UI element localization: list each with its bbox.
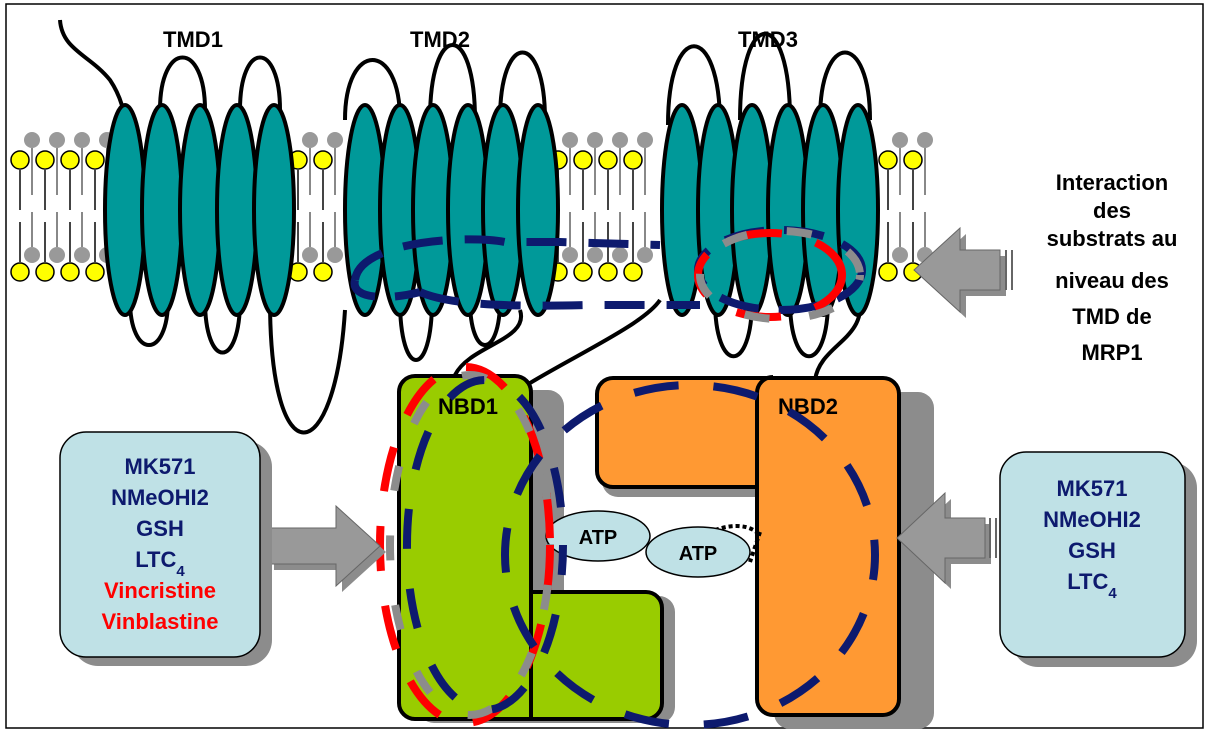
- nbd2-label: NBD2: [778, 394, 838, 419]
- substrate-name: MK571: [1057, 476, 1128, 501]
- lipid-head: [917, 132, 933, 148]
- lipid-head: [599, 151, 617, 169]
- lipid-head: [36, 151, 54, 169]
- lipid-head: [637, 132, 653, 148]
- lipid-head: [61, 263, 79, 281]
- helix: [180, 105, 220, 315]
- tmd3-label: TMD3: [738, 27, 798, 52]
- atp-label-1: ATP: [579, 527, 618, 549]
- side-note-line: niveau des: [1055, 268, 1169, 293]
- lipid-head: [314, 151, 332, 169]
- lipid-head: [562, 247, 578, 263]
- substrate-name: Vincristine: [104, 578, 216, 603]
- lipid-head: [49, 132, 65, 148]
- tmd2-label: TMD2: [410, 27, 470, 52]
- substrate-name: NMeOHI2: [1043, 507, 1141, 532]
- lipid-head: [892, 247, 908, 263]
- substrate-name: MK571: [125, 454, 196, 479]
- lipid-head: [302, 247, 318, 263]
- lipid-head: [574, 151, 592, 169]
- helix: [142, 105, 182, 315]
- lipid-head: [879, 151, 897, 169]
- tmd1-label: TMD1: [163, 27, 223, 52]
- lipid-head: [574, 263, 592, 281]
- substrate-name: GSH: [1068, 538, 1116, 563]
- substrate-name: NMeOHI2: [111, 485, 209, 510]
- lipid-head: [587, 247, 603, 263]
- left-substrate-box: MK571NMeOHI2GSHLTC4VincristineVinblastin…: [60, 432, 272, 666]
- side-note-line: TMD de: [1072, 304, 1151, 329]
- lipid-head: [49, 247, 65, 263]
- lipid-head: [624, 151, 642, 169]
- lipid-head: [36, 263, 54, 281]
- lipid-head: [61, 151, 79, 169]
- lipid-head: [327, 132, 343, 148]
- nbd1-label: NBD1: [438, 394, 498, 419]
- lipid-head: [86, 263, 104, 281]
- lipid-head: [74, 132, 90, 148]
- lipid-head: [327, 247, 343, 263]
- side-note-line: MRP1: [1081, 340, 1142, 365]
- lipid-head: [74, 247, 90, 263]
- helix: [105, 105, 145, 315]
- lipid-head: [314, 263, 332, 281]
- side-note-line: des: [1093, 198, 1131, 223]
- lipid-head: [11, 263, 29, 281]
- side-note: Interaction des substrats au niveau des …: [1047, 170, 1178, 365]
- atp-label-2: ATP: [679, 543, 718, 565]
- transmembrane-helices: [105, 105, 878, 315]
- helix: [217, 105, 257, 315]
- lipid-head: [879, 263, 897, 281]
- lipid-head: [587, 132, 603, 148]
- side-note-line: substrats au: [1047, 226, 1178, 251]
- lipid-head: [624, 263, 642, 281]
- lipid-head: [86, 151, 104, 169]
- lipid-head: [599, 263, 617, 281]
- substrate-name: GSH: [136, 516, 184, 541]
- substrate-name: Vinblastine: [102, 609, 219, 634]
- arrow-right-to-tmd3: [914, 228, 1012, 318]
- lipid-head: [612, 132, 628, 148]
- helix: [518, 105, 558, 315]
- lipid-head: [11, 151, 29, 169]
- lipid-head: [637, 247, 653, 263]
- lipid-head: [892, 132, 908, 148]
- arrow-left-to-nbd1: [257, 506, 386, 592]
- lipid-head: [302, 132, 318, 148]
- lipid-head: [904, 151, 922, 169]
- lipid-head: [24, 247, 40, 263]
- lipid-head: [562, 132, 578, 148]
- side-note-line: Interaction: [1056, 170, 1168, 195]
- helix: [254, 105, 294, 315]
- lipid-head: [24, 132, 40, 148]
- lipid-head: [612, 247, 628, 263]
